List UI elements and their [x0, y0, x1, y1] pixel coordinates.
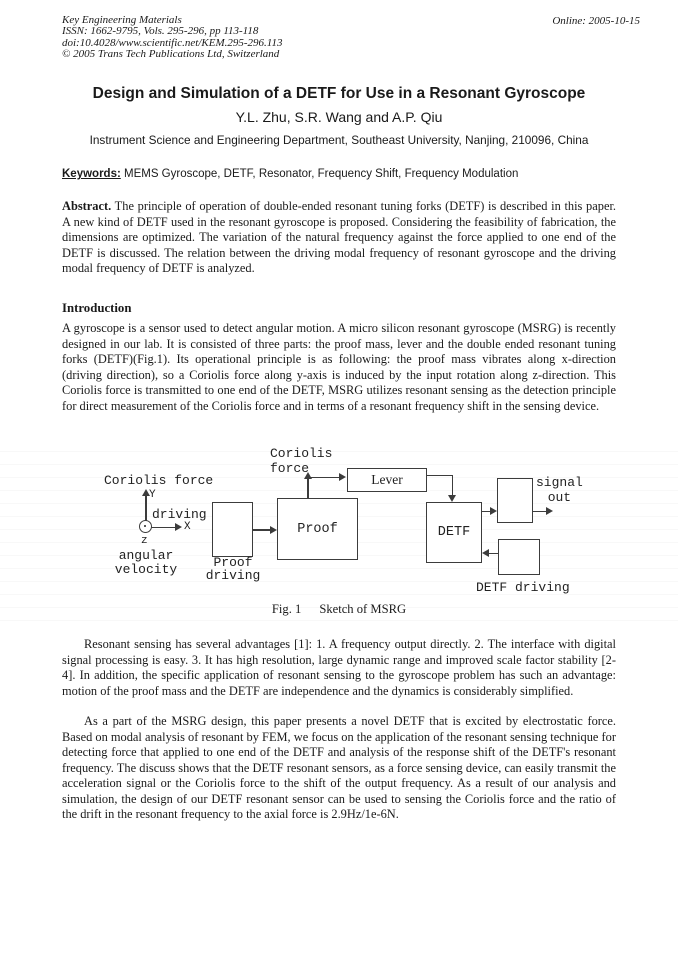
arrow-proof-up-head-icon: [303, 472, 312, 479]
x-axis-label: X: [184, 521, 191, 533]
figure-caption-number: Fig. 1: [271, 602, 302, 616]
keywords-line: Keywords: MEMS Gyroscope, DETF, Resonato…: [62, 168, 616, 180]
arrow-lever-to-detf-hline: [427, 474, 453, 476]
arrow-detfdriving-to-detf-head-icon: [482, 549, 489, 557]
y-axis-arrowhead-icon: [141, 489, 150, 496]
paper-title: Design and Simulation of a DETF for Use …: [92, 85, 586, 102]
proof-driving-line1: Proof: [213, 555, 253, 570]
detf-driving-box: [498, 539, 540, 575]
coriolis-force-left-label: Coriolis force: [104, 473, 214, 488]
keywords-text: MEMS Gyroscope, DETF, Resonator, Frequen…: [120, 168, 519, 180]
lever-box: Lever: [347, 468, 427, 492]
arrow-proof-up-line: [307, 478, 309, 498]
signal-out-box: [497, 478, 533, 523]
body-paragraph-3: As a part of the MSRG design, this paper…: [62, 714, 616, 821]
y-axis-line: [145, 492, 147, 527]
proof-driving-box: [212, 502, 253, 557]
detf-driving-label: DETF driving: [476, 580, 570, 595]
journal-header: Key Engineering Materials ISSN: 1662-979…: [62, 14, 283, 61]
arrow-proofdriving-to-proof-line: [253, 529, 272, 531]
proof-driving-line2: driving: [205, 567, 261, 583]
authors: Y.L. Zhu, S.R. Wang and A.P. Qiu: [235, 109, 443, 125]
issn-line: ISSN: 1662-9795, Vols. 295-296, pp 113-1…: [62, 25, 259, 38]
coriolis-top-line1: Coriolis: [270, 446, 333, 461]
proof-box: Proof: [277, 498, 358, 560]
figure-caption: Fig. 1 Sketch of MSRG: [0, 602, 678, 617]
driving-label: driving: [152, 507, 207, 522]
coriolis-top-line2: force: [270, 461, 310, 476]
copyright-line: © 2005 Trans Tech Publications Ltd, Swit…: [62, 48, 280, 61]
coriolis-force-top-label: Coriolis force: [270, 446, 332, 476]
signal-out-line2: out: [547, 490, 572, 505]
online-date: Online: 2005-10-15: [552, 15, 640, 27]
signal-out-line1: signal: [536, 475, 583, 490]
abstract: Abstract. The principle of operation of …: [62, 199, 616, 277]
figure-caption-text: Sketch of MSRG: [319, 602, 407, 616]
keywords-label: Keywords:: [62, 168, 121, 180]
detf-box: DETF: [426, 502, 482, 563]
intro-paragraph-1: A gyroscope is a sensor used to detect a…: [62, 321, 616, 413]
x-axis-line: [146, 526, 176, 528]
body-paragraph-2: Resonant sensing has several advantages …: [62, 637, 616, 698]
arrow-detfdriving-to-detf-line: [489, 552, 498, 554]
angular-velocity-line2: velocity: [114, 561, 178, 577]
abstract-label: Abstract.: [62, 199, 112, 213]
arrow-lever-to-detf-vline: [451, 474, 453, 496]
arrow-signal-out-head-icon: [546, 507, 553, 515]
journal-name: Key Engineering Materials: [62, 14, 182, 26]
arrow-coriolis-to-lever-line: [308, 476, 340, 478]
affiliation: Instrument Science and Engineering Depar…: [89, 133, 589, 147]
section-heading-introduction: Introduction: [62, 301, 132, 315]
x-axis-arrowhead-icon: [175, 523, 182, 531]
doi-line: doi:10.4028/www.scientific.net/KEM.295-2…: [62, 36, 283, 49]
z-axis-dot-icon: [139, 520, 152, 533]
lever-box-label: Lever: [371, 472, 403, 487]
arrow-lever-to-detf-head-icon: [448, 495, 456, 502]
arrow-detf-to-signal-head-icon: [490, 507, 497, 515]
y-axis-label: Y: [149, 489, 156, 501]
arrow-signal-out-line: [533, 510, 546, 512]
proof-driving-label: Proof driving: [201, 555, 265, 583]
z-axis-label: z: [141, 535, 148, 547]
abstract-text: The principle of operation of double-end…: [62, 199, 616, 275]
proof-box-label: Proof: [297, 521, 338, 537]
arrow-detf-to-signal-line: [482, 510, 491, 512]
figure-1: Coriolis force Y driving X z angular vel…: [0, 445, 678, 621]
angular-velocity-label: angular velocity: [110, 549, 182, 576]
detf-box-label: DETF: [437, 525, 471, 540]
arrow-proofdriving-to-proof-head-icon: [270, 525, 277, 534]
arrow-coriolis-to-lever-head-icon: [339, 473, 346, 481]
angular-velocity-line1: angular: [118, 548, 174, 563]
signal-out-label: signal out: [536, 475, 583, 505]
